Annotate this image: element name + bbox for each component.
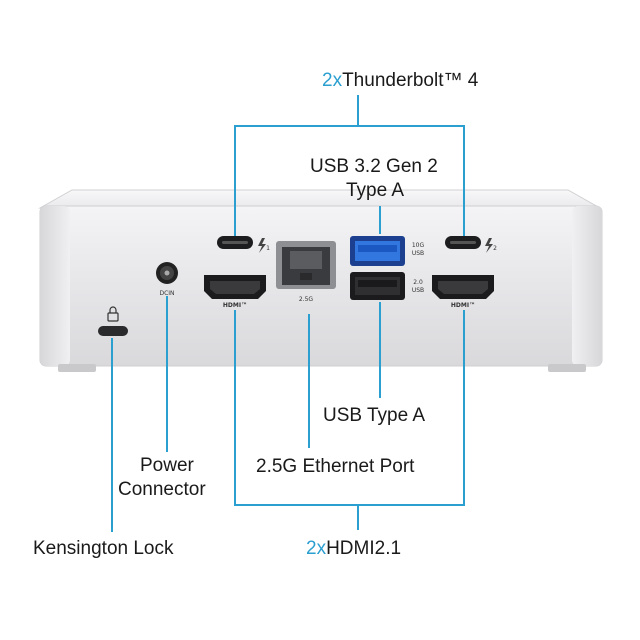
usb3-port	[350, 236, 405, 266]
thunderbolt-port-1	[217, 236, 253, 249]
usb-10g-mark: 10G	[411, 242, 425, 249]
thunderbolt-label: 2xThunderbolt™ 4	[322, 70, 478, 92]
tb-number-1: 1	[266, 245, 270, 252]
usb32-label-line1: USB 3.2 Gen 2	[310, 156, 438, 177]
hdmi-logo-1: HDMI™	[222, 302, 248, 309]
thunderbolt-icon	[485, 238, 493, 253]
lock-icon	[107, 306, 119, 322]
power-label-line2: Connector	[118, 479, 206, 500]
hdmi-logo-2: HDMI™	[450, 302, 476, 309]
usb-word-mark-2: USB	[411, 287, 425, 294]
thunderbolt-count: 2x	[322, 70, 343, 91]
usb-word-mark: USB	[411, 250, 425, 257]
usb32-label-line2: Type A	[346, 180, 405, 201]
usb-type-a-label: USB Type A	[323, 405, 426, 426]
ethernet-label: 2.5G Ethernet Port	[256, 456, 415, 477]
tb-number-2: 2	[493, 245, 497, 252]
hdmi-text: HDMI2.1	[326, 538, 402, 559]
hdmi-count: 2x	[306, 538, 327, 559]
thunderbolt-port-2	[445, 236, 481, 249]
hdmi-port-1	[204, 275, 266, 299]
usb2-port	[350, 272, 405, 300]
usb-20-mark: 2.0	[413, 279, 423, 286]
power-connector	[156, 262, 178, 284]
hdmi-label: 2xHDMI2.1	[306, 538, 401, 560]
power-label-line1: Power	[140, 455, 194, 476]
callout-lines	[111, 95, 465, 532]
thunderbolt-icon	[258, 238, 266, 253]
dcin-mark: DCIN	[159, 290, 175, 297]
ethernet-speed-mark: 2.5G	[298, 296, 314, 303]
hdmi-port-2	[432, 275, 494, 299]
ethernet-port	[276, 241, 336, 289]
kensington-lock	[98, 326, 128, 336]
thunderbolt-text: Thunderbolt™ 4	[342, 70, 479, 91]
kensington-label: Kensington Lock	[33, 538, 174, 559]
